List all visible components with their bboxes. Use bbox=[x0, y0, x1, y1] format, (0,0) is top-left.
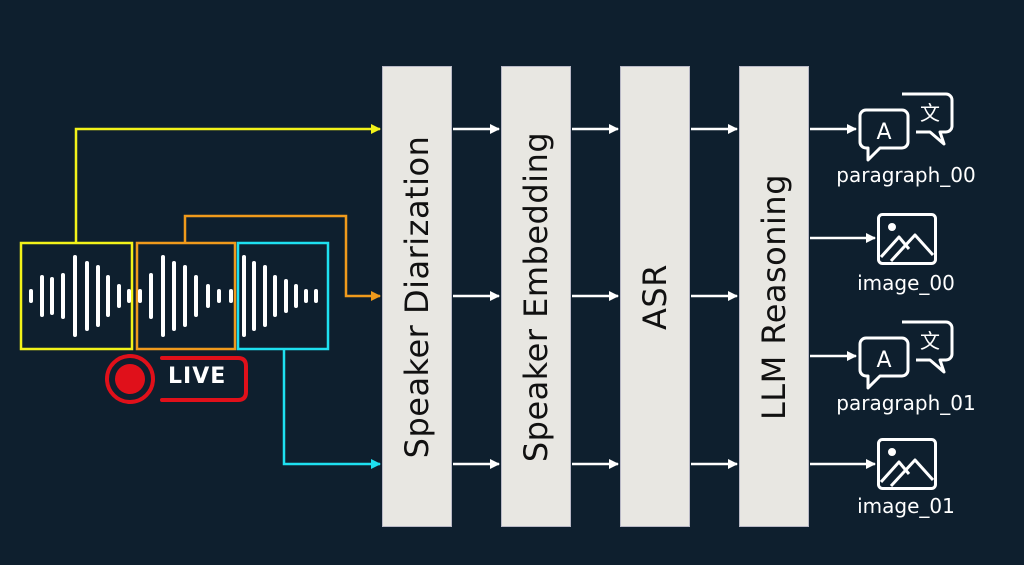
waveform-bar bbox=[50, 277, 54, 315]
waveform-bar bbox=[106, 275, 110, 317]
waveform-bar bbox=[138, 289, 142, 303]
waveform-bar bbox=[206, 284, 210, 308]
waveform-bar bbox=[117, 284, 121, 308]
svg-text:A: A bbox=[876, 348, 891, 373]
image-icon bbox=[877, 438, 937, 490]
stage-label: LLM Reasoning bbox=[755, 173, 793, 420]
output-label-image-00: image_00 bbox=[857, 271, 955, 295]
svg-text:文: 文 bbox=[920, 329, 940, 353]
translate-icon: 文 A bbox=[858, 320, 954, 390]
waveform-bar bbox=[314, 289, 318, 303]
waveform-icon bbox=[29, 255, 131, 337]
svg-text:A: A bbox=[876, 120, 891, 145]
waveform-bar bbox=[149, 273, 153, 319]
waveform-bar bbox=[85, 261, 89, 331]
waveform-bar bbox=[294, 284, 298, 308]
route-segment-3 bbox=[282, 350, 381, 469]
waveform-bar bbox=[284, 279, 288, 313]
waveform-bar bbox=[29, 289, 33, 303]
waveform-bar bbox=[242, 255, 246, 337]
waveform-bar bbox=[252, 261, 256, 331]
waveform-bar bbox=[73, 255, 77, 337]
waveform-bar bbox=[183, 265, 187, 327]
waveform-bar bbox=[172, 261, 176, 331]
audio-segment-1 bbox=[19, 241, 134, 351]
waveform-bar bbox=[40, 275, 44, 317]
stage-arrows bbox=[453, 124, 738, 469]
output-label-paragraph-00: paragraph_00 bbox=[836, 163, 976, 187]
record-icon bbox=[105, 354, 155, 404]
image-icon bbox=[877, 213, 937, 265]
waveform-bar bbox=[304, 289, 308, 303]
output-label-image-01: image_01 bbox=[857, 494, 955, 518]
waveform-icon bbox=[242, 255, 318, 337]
live-badge bbox=[105, 354, 248, 404]
waveform-bar bbox=[263, 265, 267, 327]
stage-speaker-embedding: Speaker Embedding bbox=[501, 66, 571, 527]
audio-segment-2 bbox=[135, 241, 237, 351]
stage-label: ASR bbox=[636, 263, 674, 330]
waveform-bar bbox=[194, 275, 198, 317]
stage-label: Speaker Diarization bbox=[398, 135, 436, 458]
waveform-bar bbox=[96, 265, 100, 327]
waveform-bar bbox=[161, 255, 165, 337]
output-arrows bbox=[810, 124, 876, 469]
waveform-bar bbox=[127, 289, 131, 303]
stage-speaker-diarization: Speaker Diarization bbox=[382, 66, 452, 527]
route-segment-2 bbox=[183, 214, 381, 301]
svg-text:文: 文 bbox=[920, 101, 940, 125]
route-segment-1 bbox=[74, 124, 381, 242]
waveform-bar bbox=[229, 289, 233, 303]
output-label-paragraph-01: paragraph_01 bbox=[836, 391, 976, 415]
translate-icon: 文 A bbox=[858, 92, 954, 162]
live-label: LIVE bbox=[168, 364, 227, 389]
waveform-icon bbox=[138, 255, 233, 337]
stage-label: Speaker Embedding bbox=[517, 131, 555, 462]
audio-segment-3 bbox=[236, 241, 330, 351]
waveform-bar bbox=[273, 275, 277, 317]
waveform-bar bbox=[61, 273, 65, 319]
waveform-bar bbox=[217, 289, 221, 303]
stage-asr: ASR bbox=[620, 66, 690, 527]
stage-llm-reasoning: LLM Reasoning bbox=[739, 66, 809, 527]
